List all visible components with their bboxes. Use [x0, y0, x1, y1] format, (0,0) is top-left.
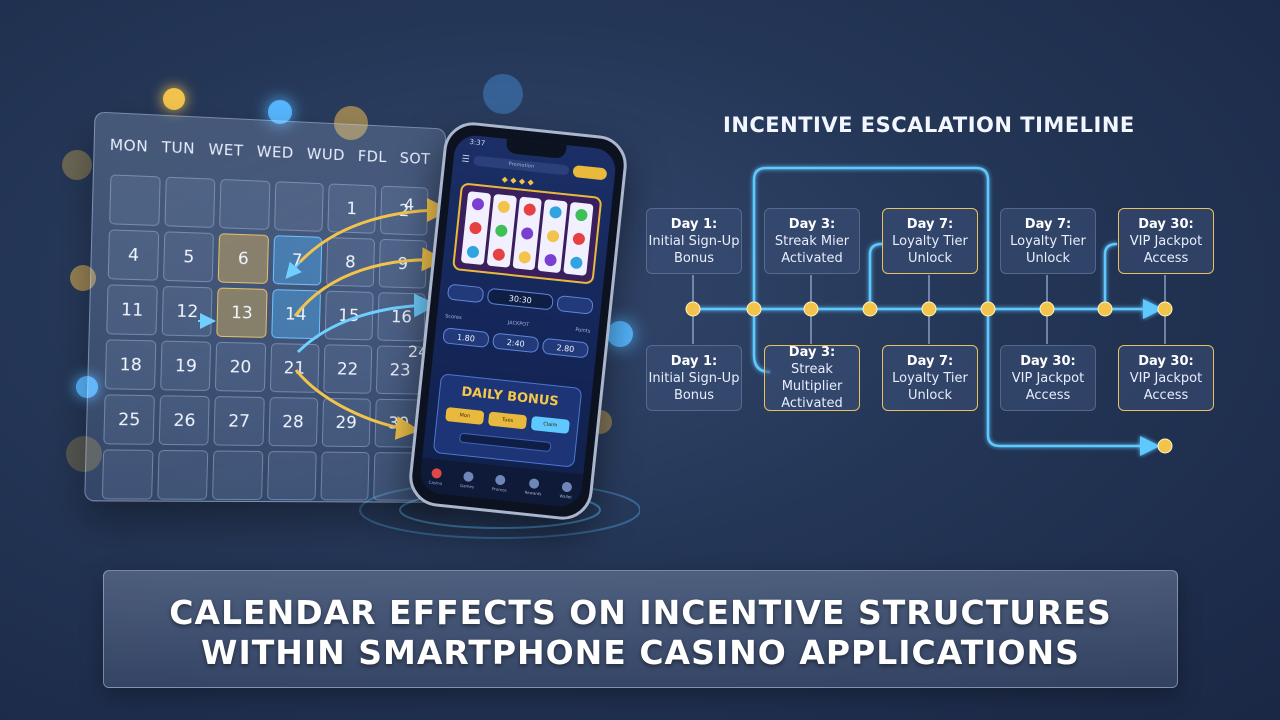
- timeline-dot: [1157, 438, 1173, 454]
- timeline-dot: [1157, 301, 1173, 317]
- timeline-node-text: Access: [1025, 387, 1071, 403]
- timeline-dot: [746, 301, 762, 317]
- bokeh-light: [66, 436, 102, 472]
- bokeh-light: [70, 265, 96, 291]
- timeline-dot: [1039, 301, 1055, 317]
- title-banner: CALENDAR EFFECTS ON INCENTIVE STRUCTURES…: [103, 570, 1178, 688]
- timeline-branch: [986, 309, 1160, 456]
- timeline-node-day: Day 3:: [788, 345, 836, 360]
- timeline-dot: [803, 301, 819, 317]
- timeline-dot: [921, 301, 937, 317]
- bokeh-light: [607, 321, 633, 347]
- timeline-step: [1103, 242, 1118, 309]
- timeline-node-text: Loyalty Tier: [892, 233, 968, 249]
- timeline-node-day: Day 1:: [670, 353, 718, 369]
- arrow-gold: [294, 369, 420, 440]
- bokeh-light: [334, 106, 368, 140]
- calendar-overflow-date: 4: [404, 195, 415, 214]
- timeline-dot: [1097, 301, 1113, 317]
- bokeh-light: [163, 88, 185, 110]
- bokeh-light: [268, 100, 292, 124]
- banner-line-2: WITHIN SMARTPHONE CASINO APPLICATIONS: [201, 633, 1080, 672]
- timeline-node-day: Day 7:: [906, 353, 954, 369]
- timeline-node-text: VIP Jackpot: [1129, 233, 1203, 249]
- timeline-node-text: Initial Sign-Up: [648, 233, 740, 249]
- banner-line-1: CALENDAR EFFECTS ON INCENTIVE STRUCTURES: [169, 593, 1112, 632]
- timeline-dot: [685, 301, 701, 317]
- timeline-node-text: Activated: [781, 396, 843, 411]
- timeline-node-text: Unlock: [908, 387, 952, 403]
- timeline-step: [868, 242, 883, 309]
- timeline-node-day: Day 7:: [906, 216, 954, 232]
- arrow-gold: [293, 247, 446, 317]
- timeline-node-text: Bonus: [673, 387, 715, 403]
- timeline-node-day: Day 30:: [1138, 216, 1194, 232]
- timeline-node-text: Loyalty Tier: [1010, 233, 1086, 249]
- timeline-node-text: Initial Sign-Up: [648, 370, 740, 386]
- timeline-node-text: VIP Jackpot: [1129, 370, 1203, 386]
- timeline-node-text: Unlock: [908, 250, 952, 266]
- timeline-node-text: Bonus: [673, 250, 715, 266]
- timeline-node-text: Unlock: [1026, 250, 1070, 266]
- timeline-node-day: Day 30:: [1138, 353, 1194, 369]
- timeline-dot: [980, 301, 996, 317]
- timeline-node-text: Activated: [781, 250, 843, 266]
- bokeh-light: [483, 74, 523, 114]
- timeline-title: INCENTIVE ESCALATION TIMELINE: [723, 113, 1135, 137]
- timeline-node-text: Loyalty Tier: [892, 370, 968, 386]
- bokeh-light: [62, 150, 92, 180]
- timeline-dot: [862, 301, 878, 317]
- timeline-node-text: Streak Mier: [774, 233, 850, 249]
- timeline-node-day: Day 30:: [1020, 353, 1076, 369]
- arrow-gold: [298, 198, 451, 264]
- timeline-node-day: Day 7:: [1024, 216, 1072, 232]
- bokeh-light: [76, 376, 98, 398]
- timeline-node-day: Day 3:: [788, 216, 836, 232]
- timeline-node-text: Access: [1143, 387, 1189, 403]
- timeline-node-text: VIP Jackpot: [1011, 370, 1085, 386]
- timeline-loop-top: [752, 166, 990, 309]
- arrow-blue: [285, 261, 302, 280]
- timeline-node-text: Streak Multiplier: [781, 362, 843, 394]
- arrow-blue: [296, 293, 438, 354]
- timeline-node-day: Day 1:: [670, 216, 718, 232]
- timeline-node-text: Access: [1143, 250, 1189, 266]
